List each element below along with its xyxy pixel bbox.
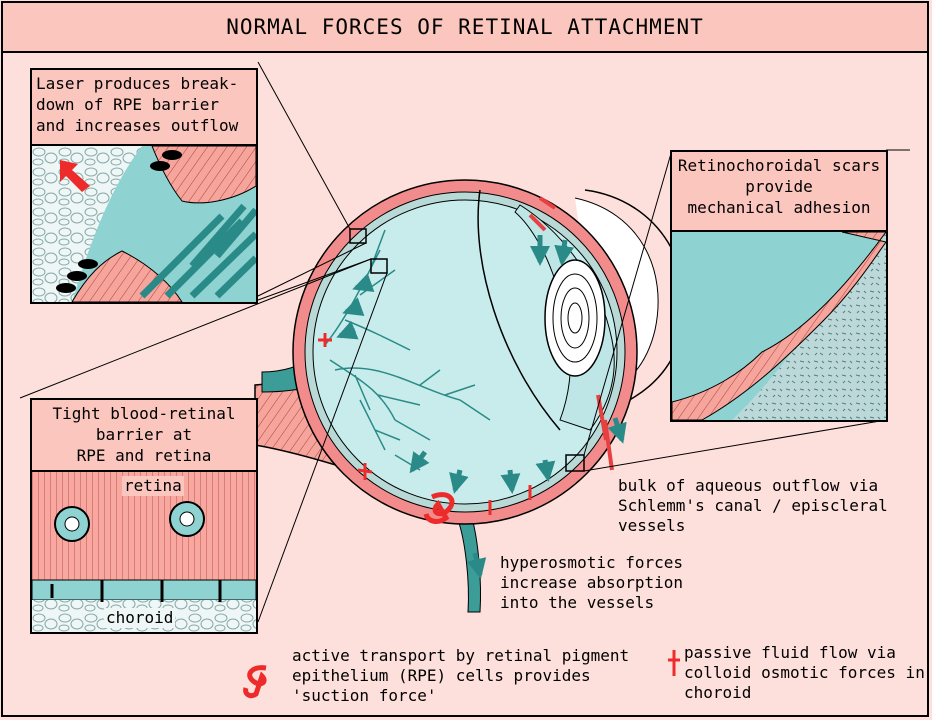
retina-label: retina	[122, 476, 184, 496]
barrier-inset-header: Tight blood-retinal barrier at RPE and r…	[32, 400, 256, 472]
active-transport-text: active transport by retinal pigment epit…	[292, 646, 629, 706]
aqueous-line-3: vessels	[618, 516, 888, 536]
active-line-1: active transport by retinal pigment	[292, 646, 629, 666]
hyperosmotic-line-2: increase absorption	[500, 573, 683, 593]
barrier-inset-panel: Tight blood-retinal barrier at RPE and r…	[30, 398, 258, 634]
barrier-line-1: Tight blood-retinal	[36, 403, 252, 424]
barrier-line-3: RPE and retina	[36, 445, 252, 466]
passive-flow-arrow-icon	[665, 648, 683, 678]
choroid-label: choroid	[104, 608, 175, 628]
scars-line-1: Retinochoroidal scars	[676, 155, 882, 176]
title-text: NORMAL FORCES OF RETINAL ATTACHMENT	[226, 15, 704, 39]
aqueous-line-1: bulk of aqueous outflow via	[618, 476, 888, 496]
scars-inset-art	[672, 232, 886, 420]
scars-inset-header: Retinochoroidal scars provide mechanical…	[672, 152, 886, 232]
passive-line-2: colloid osmotic forces in	[684, 663, 925, 683]
hyperosmotic-annotation: hyperosmotic forces increase absorption …	[500, 553, 683, 613]
suction-force-icon	[238, 664, 278, 704]
hyperosmotic-line-1: hyperosmotic forces	[500, 553, 683, 573]
barrier-line-2: barrier at	[36, 424, 252, 445]
page-title: NORMAL FORCES OF RETINAL ATTACHMENT	[1, 1, 929, 53]
aqueous-outflow-annotation: bulk of aqueous outflow via Schlemm's ca…	[618, 476, 888, 536]
laser-inset-art	[32, 146, 256, 302]
active-line-3: 'suction force'	[292, 686, 629, 706]
laser-line-1: Laser produces break-	[36, 73, 252, 94]
aqueous-line-2: Schlemm's canal / episcleral	[618, 496, 888, 516]
active-line-2: epithelium (RPE) cells provides	[292, 666, 629, 686]
eye-globe	[255, 180, 685, 612]
scars-line-3: mechanical adhesion	[676, 197, 882, 218]
laser-inset-panel: Laser produces break- down of RPE barrie…	[30, 68, 258, 304]
passive-line-3: choroid	[684, 683, 925, 703]
laser-line-3: and increases outflow	[36, 115, 252, 136]
passive-line-1: passive fluid flow via	[684, 643, 925, 663]
laser-inset-header: Laser produces break- down of RPE barrie…	[32, 70, 256, 146]
passive-flow-text: passive fluid flow via colloid osmotic f…	[684, 643, 925, 703]
scars-inset-panel: Retinochoroidal scars provide mechanical…	[670, 150, 888, 422]
scars-line-2: provide	[676, 176, 882, 197]
hyperosmotic-line-3: into the vessels	[500, 593, 683, 613]
laser-line-2: down of RPE barrier	[36, 94, 252, 115]
